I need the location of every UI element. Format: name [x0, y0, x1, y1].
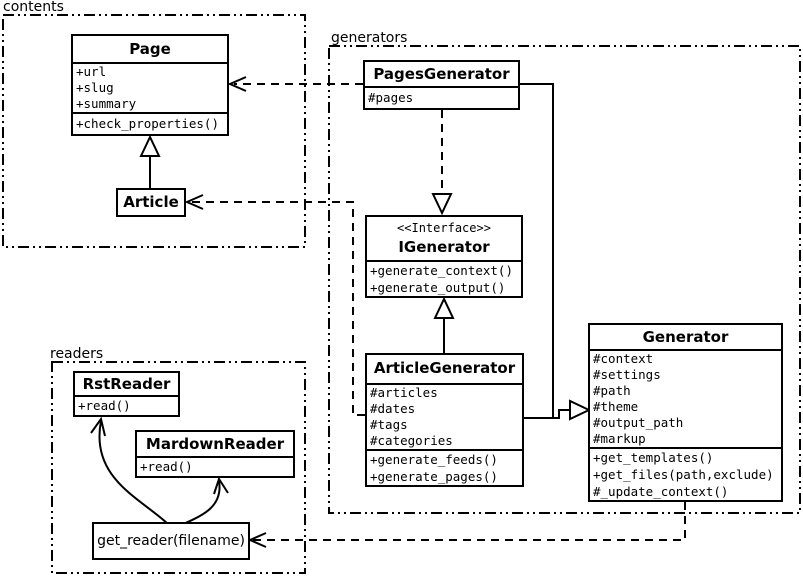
- open-arrowhead-icon: [213, 476, 229, 495]
- uml-method: +check_properties(): [76, 116, 219, 131]
- uml-attribute: #markup: [593, 431, 646, 446]
- uml-attribute: +summary: [76, 96, 137, 111]
- uml-method: +generate_output(): [370, 280, 506, 295]
- dependency-articlegenerator-to-article: [184, 194, 365, 416]
- class-page-methods: +check_properties(): [73, 112, 227, 134]
- class-igenerator-name: IGenerator: [398, 238, 490, 256]
- function-get-reader: get_reader(filename): [92, 522, 250, 560]
- class-rstreader: RstReader +read(): [73, 371, 180, 417]
- class-article-name: Article: [123, 193, 179, 211]
- package-label-generators: generators: [331, 30, 408, 46]
- association-get-reader-to-mardownreader: [182, 476, 229, 525]
- class-page-name: Page: [129, 40, 171, 58]
- uml-method: +generate_pages(): [370, 469, 498, 484]
- uml-method: +get_templates(): [593, 450, 714, 465]
- class-articlegenerator: ArticleGenerator #articles #dates #tags …: [365, 353, 524, 487]
- uml-method: #_update_context(): [593, 484, 729, 499]
- package-readers-border: [51, 361, 306, 574]
- class-generator-name: Generator: [642, 328, 729, 346]
- class-articlegenerator-attributes: #articles #dates #tags #categories: [367, 383, 522, 449]
- package-label-readers: readers: [50, 346, 104, 362]
- class-page: Page +url +slug +summary +check_properti…: [71, 34, 229, 136]
- open-arrowhead-icon: [227, 76, 247, 92]
- class-mardownreader: MardownReader +read(): [135, 430, 295, 478]
- uml-attribute: #tags: [370, 417, 408, 432]
- open-arrowhead-icon: [184, 194, 204, 210]
- generalization-articlegenerator-to-generator: [524, 399, 592, 421]
- uml-attribute: +slug: [76, 80, 114, 95]
- hollow-triangle-arrowhead-icon: [431, 193, 453, 216]
- uml-method: +generate_context(): [370, 263, 513, 278]
- class-pagesgenerator-name: PagesGenerator: [373, 65, 510, 83]
- uml-attribute: #settings: [593, 367, 661, 382]
- uml-method: +read(): [78, 398, 131, 413]
- class-igenerator-header: <<Interface>> IGenerator: [367, 217, 521, 260]
- dependency-generator-to-get-reader: [247, 502, 686, 548]
- class-articlegenerator-methods: +generate_feeds() +generate_pages(): [367, 449, 522, 485]
- class-generator: Generator #context #settings #path #them…: [588, 323, 783, 502]
- hollow-triangle-arrowhead-icon: [139, 134, 161, 157]
- class-igenerator-methods: +generate_context() +generate_output(): [367, 260, 521, 296]
- package-contents-border: [2, 14, 306, 248]
- class-igenerator: <<Interface>> IGenerator +generate_conte…: [365, 215, 523, 298]
- association-get-reader-to-rstreader: [90, 416, 169, 525]
- uml-attribute: #context: [593, 351, 654, 366]
- uml-method: +get_files(path,exclude): [593, 467, 774, 482]
- uml-attribute: #path: [593, 383, 631, 398]
- class-generator-attributes: #context #settings #path #theme #output_…: [590, 349, 781, 447]
- hollow-triangle-arrowhead-icon: [569, 399, 592, 421]
- generalization-article-to-page: [139, 134, 161, 188]
- uml-attribute: #output_path: [593, 415, 684, 430]
- uml-attribute: #pages: [368, 90, 414, 105]
- class-articlegenerator-name: ArticleGenerator: [373, 359, 516, 377]
- realization-pagesgenerator-to-igenerator: [431, 110, 453, 216]
- class-pagesgenerator: PagesGenerator #pages: [363, 60, 520, 110]
- class-rstreader-methods: +read(): [75, 395, 178, 415]
- uml-attribute: #dates: [370, 401, 416, 416]
- open-arrowhead-icon: [247, 532, 267, 548]
- class-rstreader-name: RstReader: [82, 375, 171, 393]
- hollow-triangle-arrowhead-icon: [433, 296, 455, 319]
- class-article: Article: [116, 188, 186, 217]
- class-generator-methods: +get_templates() +get_files(path,exclude…: [590, 447, 781, 500]
- uml-attribute: +url: [76, 64, 107, 79]
- package-label-contents: contents: [3, 0, 64, 15]
- dependency-pagesgenerator-to-page: [227, 76, 363, 92]
- package-generators-border: [328, 45, 801, 514]
- class-pagesgenerator-attributes: #pages: [365, 86, 518, 108]
- class-mardownreader-methods: +read(): [137, 456, 293, 476]
- generalization-pagesgenerator-to-generator: [520, 83, 554, 418]
- open-arrowhead-icon: [90, 416, 106, 437]
- class-page-attributes: +url +slug +summary: [73, 62, 227, 112]
- uml-method: +read(): [140, 459, 193, 474]
- generalization-articlegenerator-to-igenerator: [433, 296, 455, 353]
- class-igenerator-stereotype: <<Interface>>: [397, 221, 491, 235]
- uml-attribute: #categories: [370, 433, 453, 448]
- uml-attribute: #articles: [370, 385, 438, 400]
- uml-method: +generate_feeds(): [370, 452, 498, 467]
- uml-attribute: #theme: [593, 399, 639, 414]
- class-mardownreader-name: MardownReader: [145, 435, 285, 453]
